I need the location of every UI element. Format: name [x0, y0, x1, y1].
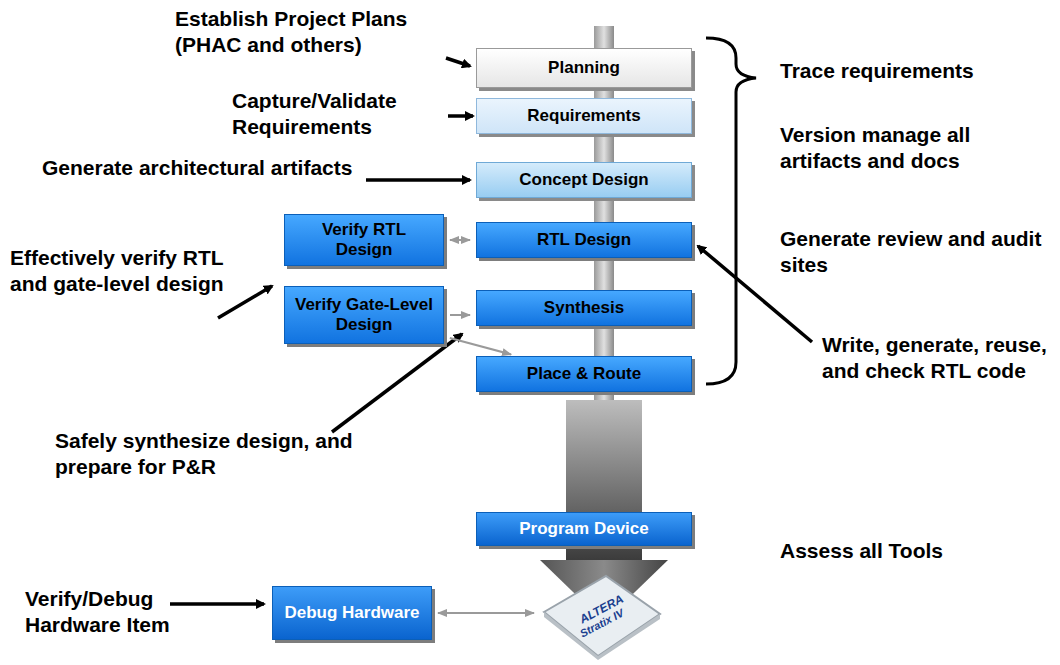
leader-arrows — [170, 58, 812, 604]
box-label: Verify Gate-Level Design — [293, 295, 435, 334]
process-box: Concept Design — [476, 162, 692, 198]
box-label: Program Device — [519, 519, 648, 539]
box-label: Verify RTL Design — [293, 220, 435, 259]
callout-note: Generate architectural artifacts — [42, 155, 372, 181]
box-label: RTL Design — [537, 230, 631, 250]
callout-note: Write, generate, reuse, and check RTL co… — [822, 332, 1057, 383]
verify-box: Verify RTL Design — [284, 214, 444, 266]
connector-arrow — [450, 338, 511, 354]
box-label: Debug Hardware — [284, 603, 419, 623]
box-label: Concept Design — [519, 170, 648, 190]
connector-arrow — [450, 314, 470, 316]
callout-note: Capture/Validate Requirements — [232, 88, 447, 139]
box-label: Synthesis — [544, 298, 624, 318]
process-box: Place & Route — [476, 356, 692, 392]
callout-note: Version manage all artifacts and docs — [780, 122, 1055, 173]
callout-note: Trace requirements — [780, 58, 1050, 84]
connector-arrow — [450, 239, 470, 241]
connector-arrow — [438, 612, 534, 614]
process-box: Program Device — [476, 512, 692, 546]
process-box: Requirements — [476, 98, 692, 134]
callout-note: Establish Project Plans (PHAC and others… — [175, 6, 455, 57]
callout-note: Safely synthesize design, and prepare fo… — [55, 428, 355, 479]
process-box: RTL Design — [476, 222, 692, 258]
box-label: Planning — [548, 58, 620, 78]
callout-note: Generate review and audit sites — [780, 226, 1055, 277]
process-box: Planning — [476, 48, 692, 88]
box-label: Requirements — [527, 106, 640, 126]
fpga-chip: ALTERAStratix IV — [540, 572, 664, 660]
callout-note: Effectively verify RTL and gate-level de… — [10, 245, 225, 296]
callout-note: Verify/Debug Hardware Item — [25, 586, 175, 637]
box-label: Place & Route — [527, 364, 641, 384]
callout-note: Assess all Tools — [780, 538, 1030, 564]
brace — [706, 38, 756, 384]
verify-box: Verify Gate-Level Design — [284, 286, 444, 344]
debug-box: Debug Hardware — [272, 586, 432, 640]
process-box: Synthesis — [476, 290, 692, 326]
